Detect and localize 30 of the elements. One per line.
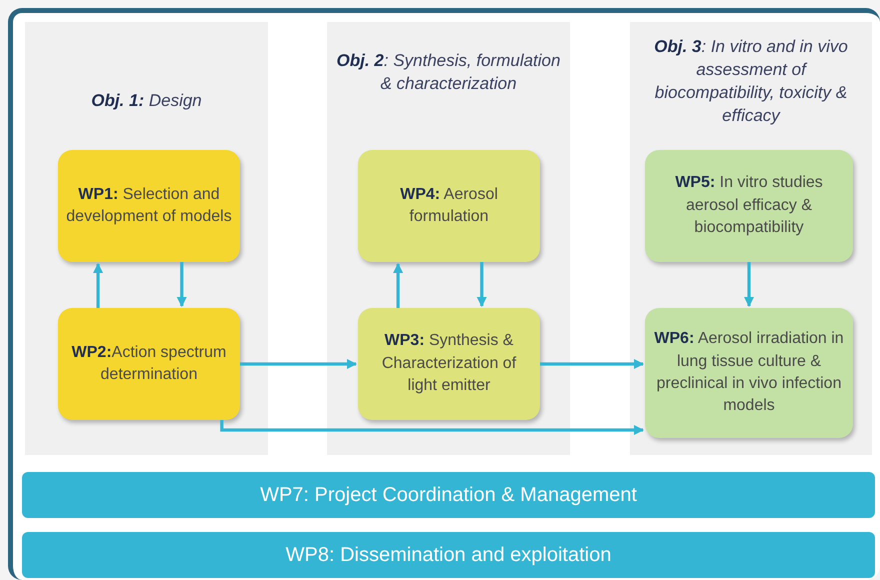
work-package-band: [22, 532, 875, 578]
arrow: [92, 262, 104, 308]
work-package-label: WP4: Aerosol formulation: [399, 184, 499, 227]
arrow: [176, 262, 187, 308]
work-package-box: [358, 150, 540, 262]
work-package-box: [358, 308, 540, 420]
objective-heading: Obj. 1: Design: [90, 90, 203, 112]
objective-heading: Obj. 3: In vitro and in vivo assessment of biocompatibility, toxicity & efficacy: [653, 36, 849, 127]
work-package-label: WP8: Dissemination and exploitation: [286, 544, 612, 566]
work-package-label: WP2:Action spectrum determination: [70, 342, 228, 385]
objective-column: [327, 22, 570, 455]
work-package-label: WP1: Selection and development of models: [65, 184, 233, 227]
work-package-box: [645, 308, 853, 438]
objective-column: [630, 22, 872, 455]
work-package-label: WP7: Project Coordination & Management: [260, 484, 637, 506]
work-package-box: [58, 150, 240, 262]
objective-heading: Obj. 2: Synthesis, formulation & characterization: [336, 50, 562, 95]
arrow: [220, 420, 644, 436]
arrow: [240, 358, 358, 370]
arrow: [476, 262, 487, 308]
work-package-label: WP5: In vitro studies aerosol efficacy & biocompatibility: [674, 173, 824, 238]
work-package-box: [58, 308, 240, 420]
work-package-box: [645, 150, 853, 262]
work-package-band: [22, 472, 875, 518]
work-package-label: WP6: Aerosol irradiation in lung tissue culture & preclinical in vivo infection models: [653, 329, 845, 416]
arrow: [392, 262, 404, 308]
arrow: [540, 358, 644, 370]
arrow: [744, 262, 754, 308]
work-package-label: WP3: Synthesis & Characterization of light emitter: [380, 331, 518, 396]
objective-column: [25, 22, 268, 455]
